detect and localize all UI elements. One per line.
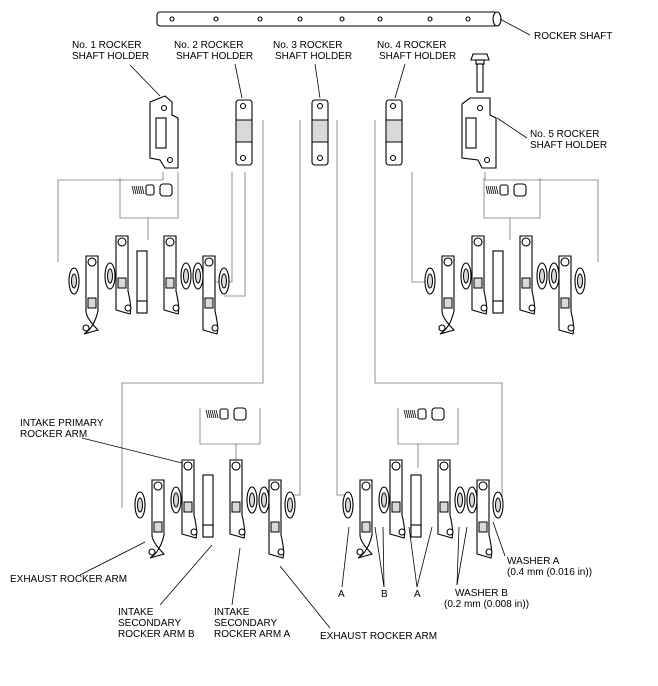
synchronizing-spring-piston-upper-right [485, 183, 527, 197]
rocker-shaft-holder-4 [385, 99, 403, 166]
rocker-arm-group-upper-left [68, 235, 230, 335]
svg-text:SHAFT HOLDER: SHAFT HOLDER [530, 140, 607, 151]
svg-text:WASHER A: WASHER A [507, 556, 560, 567]
svg-text:INTAKE: INTAKE [214, 607, 250, 618]
svg-text:(0.2 mm (0.008 in)): (0.2 mm (0.008 in)) [444, 599, 529, 610]
svg-text:WASHER B: WASHER B [455, 588, 508, 599]
bolt [470, 53, 490, 93]
label-intake-primary-rocker-arm: INTAKE PRIMARY ROCKER ARM [20, 418, 104, 440]
svg-text:ROCKER ARM: ROCKER ARM [20, 429, 87, 440]
label-exhaust-rocker-arm-right: EXHAUST ROCKER ARM [320, 631, 437, 642]
rocker-arm-group-upper-right [424, 235, 586, 335]
label-intake-secondary-rocker-arm-a: INTAKE SECONDARY ROCKER ARM A [214, 607, 290, 640]
label-washer-a-middle: A [414, 589, 421, 600]
svg-text:No. 5 ROCKER: No. 5 ROCKER [530, 129, 599, 140]
label-holder-2: No. 2 ROCKER SHAFT HOLDER [174, 40, 253, 62]
spring-piston-group-lower-right [397, 408, 459, 468]
svg-text:ROCKER ARM B: ROCKER ARM B [118, 629, 195, 640]
label-holder-1: No. 1 ROCKER SHAFT HOLDER [72, 40, 149, 62]
label-intake-secondary-rocker-arm-b: INTAKE SECONDARY ROCKER ARM B [118, 607, 195, 640]
rocker-shaft [156, 11, 502, 27]
label-exhaust-rocker-arm-left: EXHAUST ROCKER ARM [10, 574, 127, 585]
svg-text:No. 1 ROCKER: No. 1 ROCKER [72, 40, 141, 51]
synchronizing-spring-piston-lower-right [403, 407, 445, 421]
label-rocker-shaft: ROCKER SHAFT [534, 31, 612, 42]
rocker-shaft-holder-2 [235, 99, 253, 166]
svg-text:No. 3 ROCKER: No. 3 ROCKER [273, 40, 342, 51]
svg-text:SHAFT HOLDER: SHAFT HOLDER [72, 51, 149, 62]
svg-text:No. 4 ROCKER: No. 4 ROCKER [377, 40, 446, 51]
rocker-shaft-holder-3 [311, 99, 329, 166]
rocker-arm-group-lower-left [134, 459, 296, 559]
spring-piston-group-upper-left [119, 178, 179, 240]
spring-piston-group-upper-right [483, 178, 541, 240]
synchronizing-spring-piston-upper-left [131, 183, 173, 197]
svg-text:SECONDARY: SECONDARY [214, 618, 277, 629]
rocker-shaft-holder-1 [149, 95, 179, 169]
rocker-arm-group-lower-right [342, 459, 504, 559]
synchronizing-spring-piston-lower-left [205, 407, 247, 421]
svg-text:(0.4 mm (0.016 in)): (0.4 mm (0.016 in)) [507, 567, 592, 578]
label-washer-a-left: A [338, 589, 345, 600]
label-holder-4: No. 4 ROCKER SHAFT HOLDER [377, 40, 456, 62]
svg-text:SHAFT HOLDER: SHAFT HOLDER [379, 51, 456, 62]
svg-text:No. 2 ROCKER: No. 2 ROCKER [174, 40, 243, 51]
assembly-guide-lines [57, 120, 599, 508]
label-washer-a: WASHER A (0.4 mm (0.016 in)) [507, 556, 592, 578]
svg-text:INTAKE: INTAKE [118, 607, 154, 618]
label-holder-3: No. 3 ROCKER SHAFT HOLDER [273, 40, 352, 62]
svg-text:ROCKER ARM A: ROCKER ARM A [214, 629, 290, 640]
svg-text:SHAFT HOLDER: SHAFT HOLDER [176, 51, 253, 62]
spring-piston-group-lower-left [199, 408, 261, 468]
svg-text:SHAFT HOLDER: SHAFT HOLDER [275, 51, 352, 62]
label-washer-b-left: B [381, 589, 388, 600]
rocker-shaft-holder-5 [461, 97, 497, 169]
label-washer-b: WASHER B (0.2 mm (0.008 in)) [444, 588, 529, 610]
label-holder-5: No. 5 ROCKER SHAFT HOLDER [530, 129, 607, 151]
svg-text:SECONDARY: SECONDARY [118, 618, 181, 629]
svg-text:INTAKE PRIMARY: INTAKE PRIMARY [20, 418, 104, 429]
